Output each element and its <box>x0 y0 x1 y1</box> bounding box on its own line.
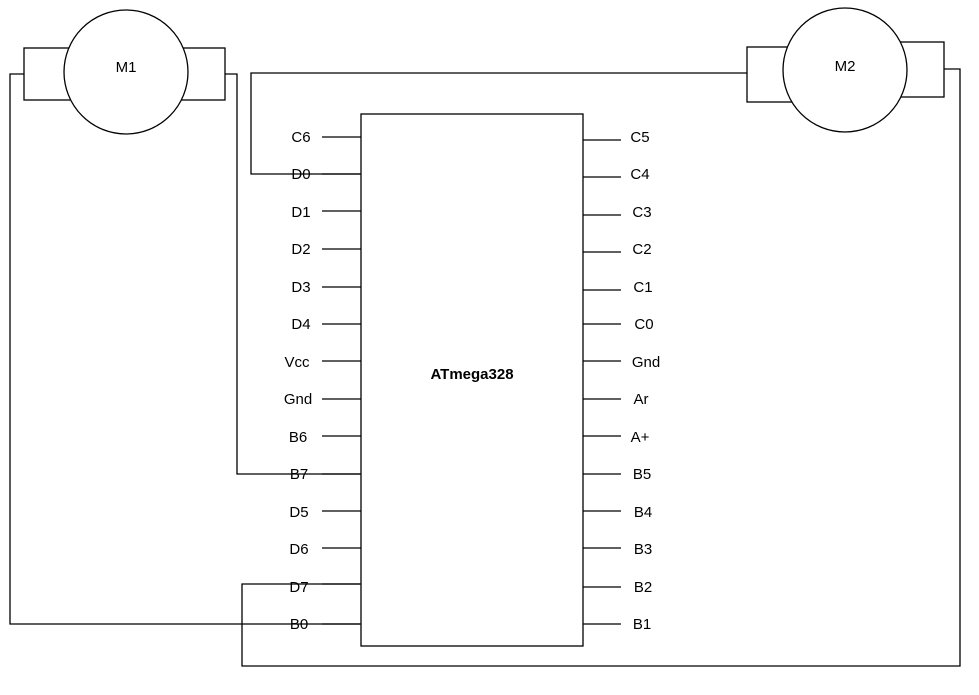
pin-label-right: C3 <box>632 204 651 221</box>
motor-m1-label: M1 <box>116 59 137 76</box>
pin-label-left: C6 <box>291 129 310 146</box>
motor-m2-body <box>782 7 908 133</box>
pin-label-right: B5 <box>633 466 651 483</box>
left-pin-labels: C6 D0 D1 D2 D3 D4 Vcc Gnd B6 B7 D5 D6 D7… <box>284 129 312 633</box>
microcontroller: ATmega328 <box>360 113 584 647</box>
pin-label-left: D7 <box>289 579 308 596</box>
pin-label-left: D6 <box>289 541 308 558</box>
right-pin-labels: C5 C4 C3 C2 C1 C0 Gnd Ar A+ B5 B4 B3 B2 … <box>630 129 660 633</box>
pin-label-right: Ar <box>634 391 649 408</box>
pin-label-left: D2 <box>291 241 310 258</box>
pin-label-left: D3 <box>291 279 310 296</box>
pin-label-right: B4 <box>634 504 652 521</box>
motor-m2-label: M2 <box>835 58 856 75</box>
wire-m2-right-to-d7 <box>241 68 961 667</box>
chip-body <box>360 113 584 647</box>
motor-m1: M1 <box>23 9 226 135</box>
pin-label-right: C0 <box>634 316 653 333</box>
pin-label-left: Gnd <box>284 391 312 408</box>
pin-stubs <box>322 136 621 625</box>
pin-label-left: B7 <box>290 466 308 483</box>
pin-label-right: Gnd <box>632 354 660 371</box>
pin-label-left: B0 <box>290 616 308 633</box>
motor-m1-body <box>63 9 189 135</box>
pin-label-right: C5 <box>630 129 649 146</box>
pin-label-left: Vcc <box>284 354 310 371</box>
pin-label-right: B1 <box>633 616 651 633</box>
pin-label-right: C4 <box>630 166 649 183</box>
pin-label-right: B3 <box>634 541 652 558</box>
wire-m1-right-to-b7 <box>225 73 360 475</box>
pin-label-right: A+ <box>631 429 650 446</box>
pin-label-right: C2 <box>632 241 651 258</box>
pin-label-left: D4 <box>291 316 310 333</box>
wire-m1-left-to-b0 <box>9 73 360 625</box>
pin-label-right: C1 <box>633 279 652 296</box>
pin-label-left: D1 <box>291 204 310 221</box>
wires <box>9 68 961 667</box>
pin-label-left: D5 <box>289 504 308 521</box>
pin-label-left: D0 <box>291 166 310 183</box>
pin-label-left: B6 <box>289 429 307 446</box>
chip-label: ATmega328 <box>430 366 513 383</box>
pin-label-right: B2 <box>634 579 652 596</box>
motor-m2: M2 <box>746 7 945 133</box>
wire-m2-left-to-d0 <box>250 72 747 175</box>
